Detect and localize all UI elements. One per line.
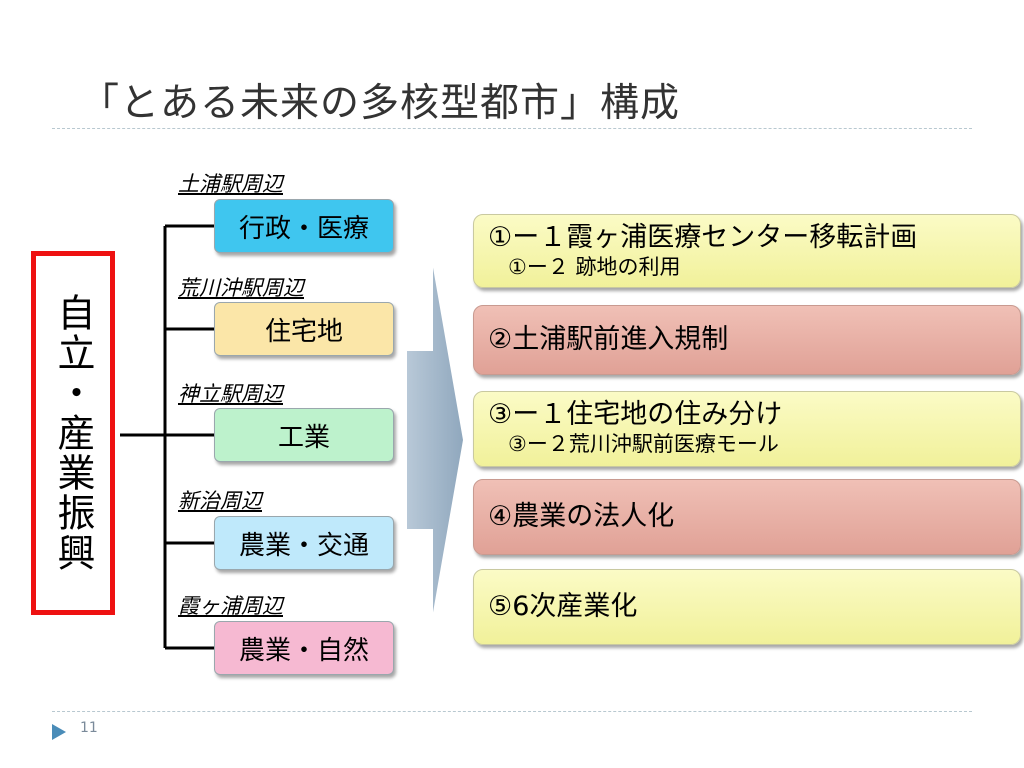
plan-1: ①ー１霞ヶ浦医療センター移転計画 ①ー２ 跡地の利用	[473, 214, 1021, 288]
node-agriculture-transport: 農業・交通	[214, 516, 394, 570]
node-administration-medical: 行政・医療	[214, 199, 394, 253]
self-reliance-text: 自立・産業振興	[51, 293, 95, 573]
plan-5-main: ⑤6次産業化	[488, 591, 638, 622]
plan-2: ②土浦駅前進入規制	[473, 305, 1021, 375]
plan-4-main: ④農業の法人化	[488, 501, 675, 532]
slide-title: 「とある未来の多核型都市」構成	[80, 81, 681, 126]
plan-3: ③ー１住宅地の住み分け ③ー２荒川沖駅前医療モール	[473, 391, 1021, 467]
plan-5: ⑤6次産業化	[473, 569, 1021, 645]
location-label-1: 土浦駅周辺	[178, 172, 283, 196]
footer-divider	[52, 711, 972, 712]
plan-4: ④農業の法人化	[473, 479, 1021, 555]
page-number: 11	[80, 720, 98, 736]
node-residential: 住宅地	[214, 302, 394, 356]
location-label-3: 神立駅周辺	[178, 382, 283, 406]
title-divider	[52, 128, 972, 129]
plan-3-sub: ③ー２荒川沖駅前医療モール	[508, 432, 779, 456]
location-label-5: 霞ヶ浦周辺	[178, 594, 283, 618]
location-label-2: 荒川沖駅周辺	[178, 276, 304, 300]
flow-arrow	[405, 255, 466, 625]
flow-arrow-shape	[405, 255, 466, 625]
node-agriculture-nature: 農業・自然	[214, 621, 394, 675]
node-industry: 工業	[214, 408, 394, 462]
self-reliance-box: 自立・産業振興	[31, 251, 115, 615]
plan-3-main: ③ー１住宅地の住み分け	[488, 399, 783, 430]
plan-1-sub: ①ー２ 跡地の利用	[508, 255, 681, 279]
location-label-4: 新治周辺	[178, 489, 262, 513]
plan-2-main: ②土浦駅前進入規制	[488, 324, 729, 355]
plan-1-main: ①ー１霞ヶ浦医療センター移転計画	[488, 222, 918, 253]
footer-triangle-icon	[52, 724, 66, 740]
